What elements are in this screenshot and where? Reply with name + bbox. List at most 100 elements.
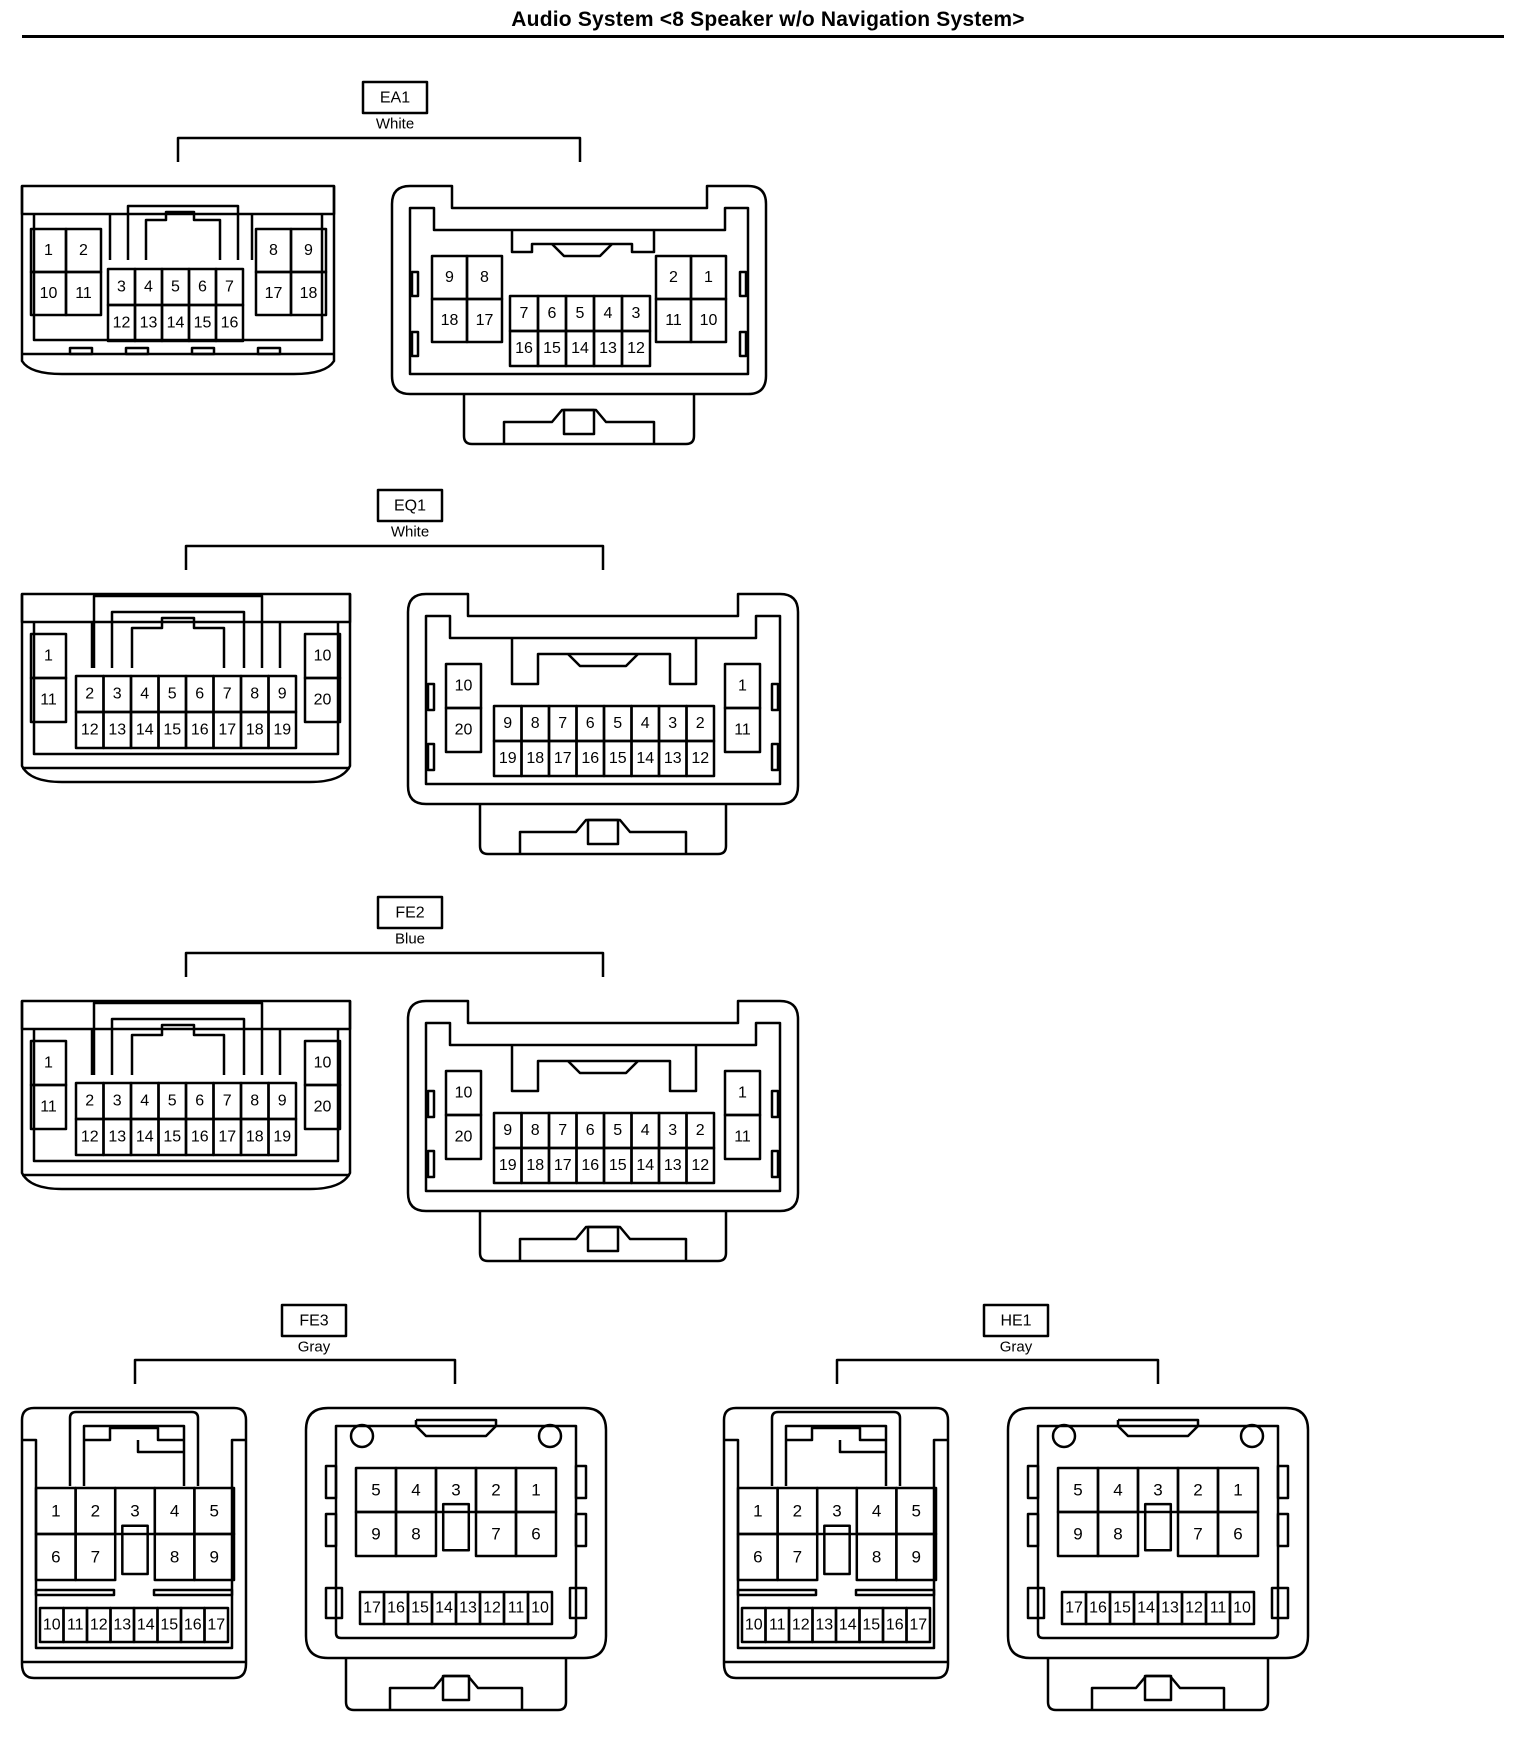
key-slot — [121, 1524, 149, 1576]
lock-tab — [478, 804, 728, 856]
pin-number: 17 — [1065, 1600, 1083, 1617]
pin-number: 10 — [1233, 1600, 1251, 1617]
pin-cell — [526, 1590, 554, 1626]
rib — [1026, 1512, 1040, 1548]
pin-number: 16 — [191, 722, 209, 739]
housing-outline — [390, 184, 768, 396]
housing-outline — [406, 999, 800, 1213]
pin-number: 16 — [581, 1157, 599, 1174]
pin-number: 8 — [1113, 1525, 1122, 1544]
pin-number: 11 — [40, 1099, 57, 1116]
pin-cell — [685, 1146, 716, 1185]
pin-number: 3 — [1153, 1481, 1162, 1500]
latch — [1117, 1425, 1199, 1438]
pin-number: 11 — [1210, 1600, 1227, 1617]
rib — [124, 346, 150, 356]
rib — [738, 330, 748, 358]
pin-number: 12 — [691, 1157, 709, 1174]
pin-number: 11 — [734, 1129, 751, 1146]
pin-cell — [193, 1532, 236, 1582]
pin-cell — [685, 739, 716, 778]
pin-cell — [64, 270, 103, 317]
pin-number: 15 — [411, 1600, 429, 1617]
latch — [784, 1424, 888, 1486]
lock-tab — [518, 818, 688, 854]
pin-number: 9 — [503, 1122, 512, 1139]
rib — [410, 330, 420, 358]
latch — [92, 594, 264, 668]
housing-inner — [22, 1438, 246, 1650]
connector-color: White — [376, 116, 414, 133]
lock-button — [562, 408, 596, 436]
pin-number: 4 — [641, 1122, 650, 1139]
pin-number: 12 — [627, 340, 645, 357]
pin-number: 6 — [51, 1548, 60, 1567]
latch — [510, 638, 698, 686]
pin-number: 14 — [136, 1129, 154, 1146]
pin-number: 8 — [170, 1548, 179, 1567]
latch — [110, 610, 246, 668]
pin-number: 15 — [163, 722, 181, 739]
pin-number: 20 — [455, 1129, 473, 1146]
connector-color: White — [391, 524, 429, 541]
pin-cell — [303, 676, 342, 724]
pin-number: 1 — [738, 678, 747, 695]
pin-number: 4 — [140, 686, 149, 703]
latch — [510, 230, 656, 254]
housing-inner — [1036, 1424, 1280, 1640]
title-rule — [22, 35, 1504, 38]
housing-inner — [724, 1438, 948, 1650]
housing-outline — [20, 1001, 352, 1191]
pin-number: 11 — [665, 312, 682, 329]
pin-cell — [905, 1606, 932, 1644]
pin-number: 4 — [872, 1502, 881, 1521]
rib — [1276, 1512, 1290, 1548]
connector-code-box — [982, 1303, 1050, 1338]
rib — [1270, 1586, 1290, 1620]
connector-code-box — [376, 895, 444, 930]
pin-number: 5 — [1073, 1481, 1082, 1500]
pin-number: 10 — [745, 1617, 763, 1634]
pin-number: 9 — [371, 1525, 380, 1544]
rib — [738, 270, 748, 298]
pin-number: 16 — [886, 1617, 904, 1634]
connector-code-box — [376, 488, 444, 523]
pin-number: 11 — [40, 692, 57, 709]
latch — [567, 1060, 639, 1075]
latch — [130, 1023, 226, 1075]
housing-outline — [20, 184, 336, 216]
pin-number: 17 — [265, 285, 283, 302]
rib — [770, 682, 780, 712]
pin-cell — [514, 1510, 558, 1558]
pin-number: 6 — [586, 1122, 595, 1139]
pin-number: 14 — [1137, 1600, 1155, 1617]
latch — [414, 1418, 498, 1426]
pin-number: 3 — [832, 1502, 841, 1521]
connector-code: EQ1 — [394, 498, 426, 515]
pin-number: 16 — [515, 340, 533, 357]
pin-number: 11 — [508, 1600, 525, 1617]
pin-number: 18 — [441, 312, 459, 329]
pin-number: 11 — [734, 722, 751, 739]
pin-number: 2 — [1193, 1481, 1202, 1500]
pin-number: 17 — [554, 750, 572, 767]
connector-code: FE3 — [299, 1313, 328, 1330]
latch — [415, 1425, 497, 1438]
connector-color: Gray — [1000, 1339, 1033, 1356]
pin-number: 2 — [696, 715, 705, 732]
pin-number: 18 — [246, 1129, 264, 1146]
pin-number: 9 — [304, 242, 313, 259]
pin-cell — [620, 329, 652, 368]
guide-hole — [349, 1423, 375, 1449]
pin-number: 7 — [793, 1548, 802, 1567]
pin-number: 6 — [195, 686, 204, 703]
pin-number: 2 — [793, 1502, 802, 1521]
pin-number: 9 — [911, 1548, 920, 1567]
pin-number: 6 — [531, 1525, 540, 1544]
pin-number: 6 — [1233, 1525, 1242, 1544]
connector-color: Blue — [395, 931, 425, 948]
pin-number: 1 — [44, 1055, 53, 1072]
